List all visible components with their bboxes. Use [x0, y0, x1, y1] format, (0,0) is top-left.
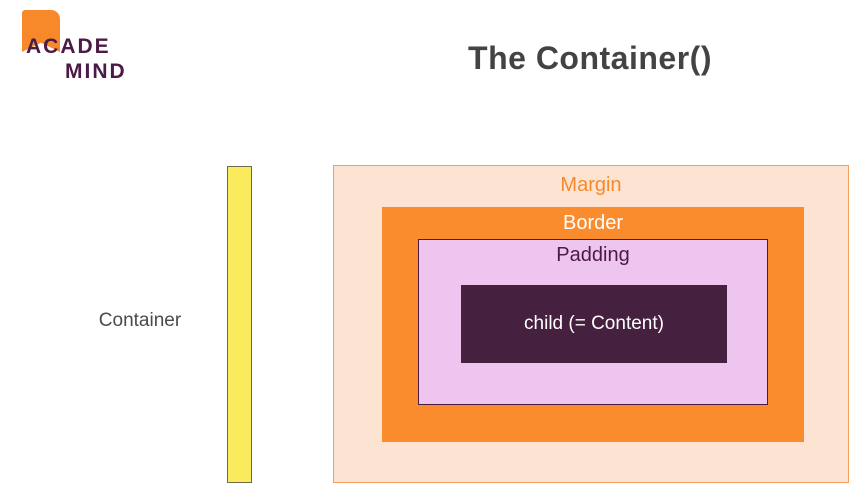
content-layer: child (= Content)	[461, 285, 727, 363]
padding-layer-label: Padding	[556, 244, 630, 266]
border-layer-label: Border	[562, 212, 624, 234]
margin-layer-label: Margin	[560, 174, 622, 196]
page-title: The Container()	[468, 40, 712, 76]
logo-line-acade: ACADE	[26, 35, 111, 58]
padding-layer: Padding child (= Content)	[418, 239, 768, 405]
academind-logo: ACADE MIND	[10, 8, 210, 88]
border-layer: Border Padding child (= Content)	[382, 207, 804, 442]
logo-line-mind: MIND	[65, 60, 127, 83]
content-layer-label: child (= Content)	[524, 313, 664, 334]
container-bar-shape	[227, 166, 252, 483]
margin-layer: Margin Border Padding child (= Content)	[333, 165, 849, 483]
container-label: Container	[98, 310, 182, 331]
